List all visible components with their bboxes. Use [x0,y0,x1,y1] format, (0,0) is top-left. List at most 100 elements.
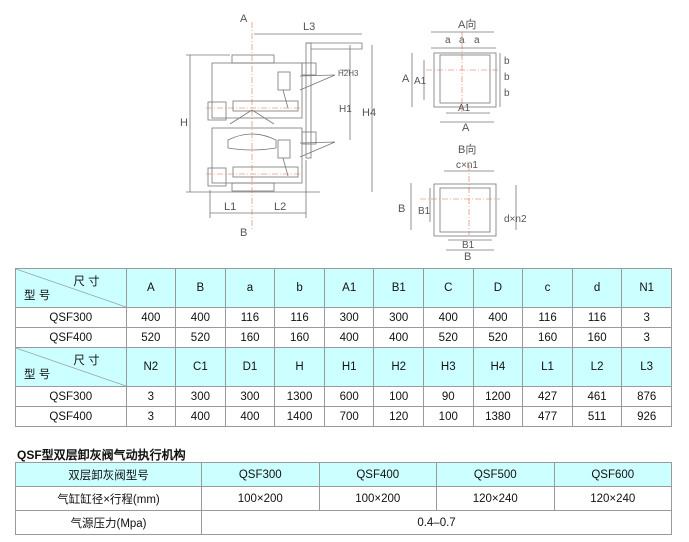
value-cell: 1380 [472,406,524,427]
valve-drawing: A B L3 H H1 H2H3 H4 L1 L2 A向 a a a b b b… [180,13,527,263]
header-cell: H2 [373,347,424,387]
header-cell: N2 [125,347,177,387]
value-cell: 427 [522,386,573,407]
model-cell: QSF400 [15,327,127,348]
label-b-arrow: B [240,227,247,239]
header-cell: QSF400 [318,462,437,487]
actuator-table: 双层卸灰阀型号 QSF300 QSF400 QSF500 QSF600 气缸缸径… [15,462,672,535]
b-view-cxn1: c×n1 [456,160,478,171]
table-row: 气源压力(Mpa) 0.4–0.7 [15,510,672,535]
header-cell: D1 [224,347,276,387]
value-cell: 876 [621,386,672,407]
label-l3: L3 [303,21,315,33]
header-cell: b [274,268,325,308]
value-cell: 3 [621,327,672,348]
header-cell: d [571,268,623,308]
a-view-b1: b [504,56,510,67]
value-cell: 116 [571,307,623,328]
value-cell: 520 [423,327,474,348]
header-cell: 双层卸灰阀型号 [15,462,202,487]
value-cell: 100 [373,386,424,407]
value-cell: 116 [522,307,573,328]
b-view-title: B向 [458,142,476,156]
header-row: 双层卸灰阀型号 QSF300 QSF400 QSF500 QSF600 [15,462,672,487]
value-cell: 300 [175,386,226,407]
a-view-a1-dim: A1 [458,103,471,114]
b-view-dxn2: d×n2 [504,214,527,225]
cell: 100×200 [318,486,437,511]
header-cell: C [423,268,474,308]
a-view-a-dim: A [402,73,410,85]
header-cell: D [472,268,524,308]
value-cell: 400 [373,327,424,348]
value-cell: 477 [522,406,573,427]
value-cell: 520 [175,327,226,348]
value-cell: 926 [621,406,672,427]
label-l2: L2 [274,201,286,213]
value-cell: 3 [621,307,672,328]
header-cell: c [522,268,573,308]
a-view-title: A向 [458,17,476,31]
value-cell: 1200 [472,386,524,407]
label-l1: L1 [224,201,236,213]
label-a-arrow: A [240,13,248,25]
header-cell: QSF300 [201,462,320,487]
row-label: 气缸缸径×行程(mm) [15,486,202,511]
value-cell: 3 [125,386,177,407]
value-cell: 120 [373,406,424,427]
a-view-a3: a [474,35,480,46]
header-cell: N1 [621,268,672,308]
b-view-b-dim-h: B [464,251,471,263]
value-cell: 1300 [274,386,325,407]
value-cell: 400 [175,307,226,328]
header-cell: H4 [472,347,524,387]
label-h4: H4 [362,107,376,119]
value-cell: 160 [571,327,623,348]
model-cell: QSF300 [15,307,127,328]
a-view-b3: b [504,88,510,99]
header-cell: L2 [571,347,623,387]
a-view-a1: a [445,35,451,46]
cell: 100×200 [201,486,320,511]
label-h1: H1 [339,104,352,115]
header-cell: H [274,347,325,387]
corner-cell: 尺 寸型 号 [16,269,126,307]
value-cell: 160 [522,327,573,348]
model-cell: QSF300 [15,386,127,407]
value-cell: 116 [224,307,276,328]
header-cell: QSF500 [436,462,555,487]
header-cell: B [175,268,226,308]
header-cell: H1 [323,347,375,387]
b-view-b1-dim-v: B1 [418,206,431,217]
value-cell: 520 [472,327,524,348]
value-cell: 400 [472,307,524,328]
value-cell: 400 [323,327,375,348]
value-cell: 116 [274,307,325,328]
value-cell: 400 [175,406,226,427]
a-view-a-dim-h: A [462,122,470,134]
header-cell: L3 [621,347,672,387]
header-cell: H3 [423,347,474,387]
cell: 0.4–0.7 [201,510,672,535]
value-cell: 511 [571,406,623,427]
a-view-a2: a [459,35,465,46]
corner-cell: 尺 寸型 号 [16,348,126,386]
value-cell: 400 [125,307,177,328]
a-view-a1-dim-v: A1 [414,76,427,87]
cell: 120×240 [436,486,555,511]
value-cell: 600 [323,386,375,407]
header-cell: C1 [175,347,226,387]
value-cell: 90 [423,386,474,407]
value-cell: 461 [571,386,623,407]
header-cell: A1 [323,268,375,308]
value-cell: 400 [224,406,276,427]
model-cell: QSF400 [15,406,127,427]
label-h: H [180,117,188,129]
